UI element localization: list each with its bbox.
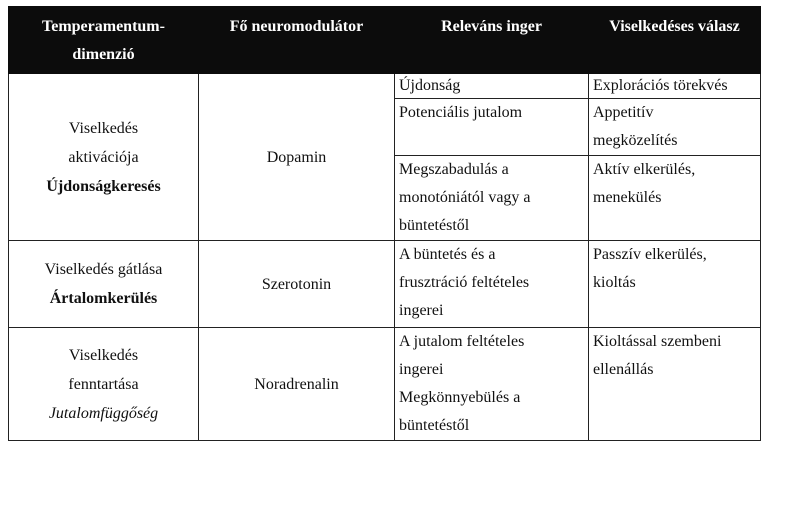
dimension-cell-harm-avoidance: Viselkedés gátlása Ártalomkerülés: [8, 240, 199, 328]
dimension-name: Újdonságkeresés: [46, 177, 161, 195]
neuromodulator-cell-serotonin: Szerotonin: [198, 240, 395, 328]
header-response: Viselkedéses válasz: [588, 6, 761, 74]
response-text: kioltás: [593, 274, 636, 291]
stimulus-text: büntetéstől: [399, 217, 470, 234]
header-neuromodulator: Fő neuromodulátor: [198, 6, 395, 74]
dimension-text: Viselkedés: [68, 119, 139, 137]
stimulus-cell: A büntetés és a frusztráció feltételes i…: [394, 240, 589, 328]
stimulus-text: Potenciális jutalom: [399, 104, 523, 121]
document-page: Temperamentum- dimenzió Fő neuromoduláto…: [8, 6, 761, 441]
stimulus-text: Újdonság: [399, 77, 461, 94]
dimension-text: Viselkedés: [68, 346, 139, 364]
temperament-table: Temperamentum- dimenzió Fő neuromoduláto…: [8, 6, 761, 441]
header-row: Temperamentum- dimenzió Fő neuromoduláto…: [8, 6, 761, 74]
response-cell: Aktív elkerülés, menekülés: [588, 155, 761, 241]
table-header: Temperamentum- dimenzió Fő neuromoduláto…: [8, 6, 761, 74]
dimension-text: Viselkedés gátlása: [44, 261, 163, 278]
stimulus-text: Megszabadulás a: [399, 161, 509, 178]
stimulus-text: A jutalom feltételes: [399, 333, 525, 350]
header-stimulus: Releváns inger: [394, 6, 589, 74]
response-text: Explorációs törekvés: [593, 77, 728, 94]
stimulus-cell: Újdonság: [394, 73, 589, 99]
stimulus-cell: Megkönnyebülés a büntetéstől: [394, 384, 589, 441]
neuromodulator-cell-noradrenaline: Noradrenalin: [198, 327, 395, 441]
response-text: Appetitív: [593, 104, 654, 121]
neuromodulator-name: Noradrenalin: [254, 375, 339, 393]
dimension-name: Jutalomfüggőség: [48, 404, 159, 422]
table-body: Viselkedés aktivációja Újdonságkeresés D…: [8, 73, 761, 441]
dimension-name: Ártalomkerülés: [49, 290, 158, 307]
stimulus-cell: Megszabadulás a monotóniától vagy a bünt…: [394, 155, 589, 241]
dimension-text: aktivációja: [68, 148, 139, 166]
neuromodulator-cell-dopamine: Dopamin: [198, 73, 395, 241]
table-row: Potenciális jutalom Appetitív megközelít…: [9, 98, 761, 156]
stimulus-text: monotóniától vagy a: [399, 189, 531, 206]
response-text: Aktív elkerülés,: [593, 161, 696, 178]
header-neuromodulator-label: Fő neuromodulátor: [229, 18, 364, 35]
header-dimension-line-2: dimenzió: [72, 46, 135, 63]
neuromodulator-name: Dopamin: [266, 148, 327, 166]
table-row: Viselkedés aktivációja Újdonságkeresés D…: [8, 73, 761, 241]
response-cell: Passzív elkerülés, kioltás: [588, 240, 761, 328]
dimension-cell-reward-dependence: Viselkedés fenntartása Jutalomfüggőség: [8, 327, 199, 441]
table-row: Viselkedés gátlása Ártalomkerülés Szerot…: [8, 240, 761, 328]
header-response-label: Viselkedéses válasz: [609, 18, 740, 35]
header-dimension: Temperamentum- dimenzió: [8, 6, 199, 74]
stimulus-text: A büntetés és a: [399, 246, 496, 263]
table-row: Megkönnyebülés a büntetéstől: [9, 384, 761, 441]
stimulus-text: ingerei: [399, 361, 444, 378]
response-cell: Explorációs törekvés: [588, 73, 761, 99]
response-text: ellenállás: [593, 361, 654, 378]
dimension-text: fenntartása: [68, 375, 139, 393]
response-cell: Appetitív megközelítés: [588, 98, 761, 156]
table-row: Viselkedés fenntartása Jutalomfüggőség N…: [8, 327, 761, 441]
dimension-cell-novelty: Viselkedés aktivációja Újdonságkeresés: [8, 73, 199, 241]
stimulus-text: Megkönnyebülés a: [399, 389, 521, 406]
neuromodulator-name: Szerotonin: [261, 275, 332, 293]
table-row: Megszabadulás a monotóniától vagy a bünt…: [9, 155, 761, 241]
stimulus-text: büntetéstől: [399, 417, 470, 434]
response-text: Kioltással szembeni: [593, 333, 722, 350]
stimulus-text: frusztráció feltételes: [399, 274, 530, 291]
stimulus-cell: Potenciális jutalom: [394, 98, 589, 156]
response-text: megközelítés: [593, 132, 678, 149]
header-stimulus-label: Releváns inger: [441, 18, 542, 35]
stimulus-text: ingerei: [399, 302, 444, 319]
response-text: Passzív elkerülés,: [593, 246, 707, 263]
header-dimension-line-1: Temperamentum-: [42, 18, 165, 35]
response-cell: Kioltással szembeni ellenállás: [588, 327, 761, 441]
response-text: menekülés: [593, 189, 662, 206]
stimulus-cell: A jutalom feltételes ingerei: [394, 327, 589, 384]
